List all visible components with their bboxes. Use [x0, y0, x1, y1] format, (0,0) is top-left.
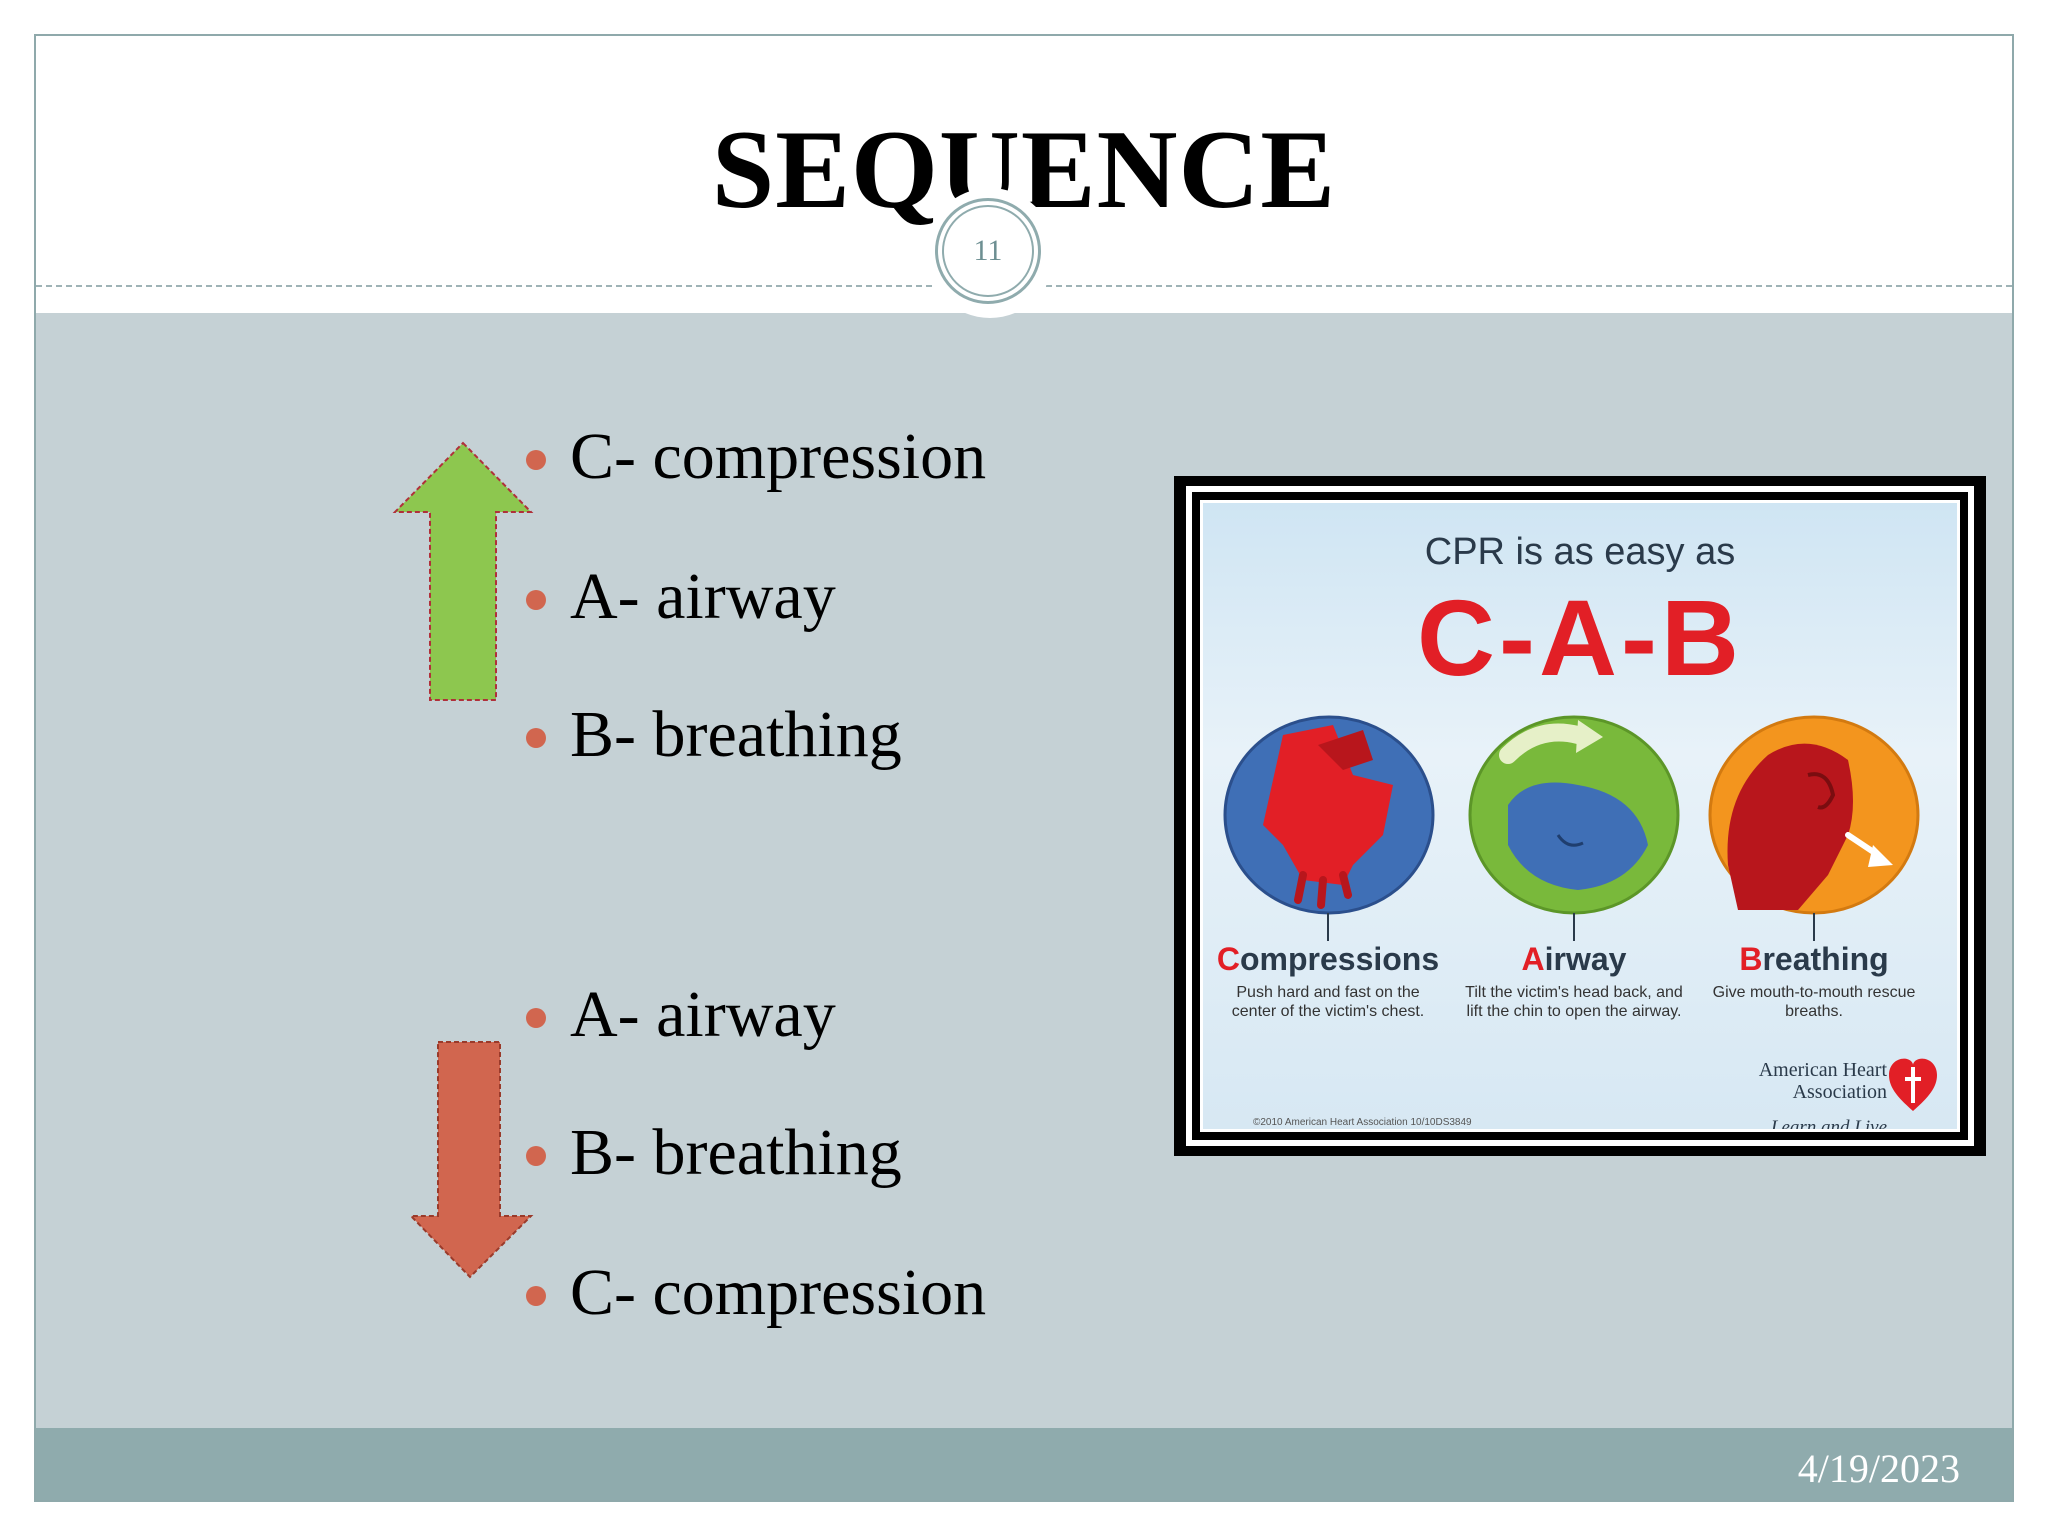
list-item-text: A- airway [570, 978, 836, 1051]
step-label-initial: B [1739, 941, 1763, 977]
step-desc-breathing: Give mouth-to-mouth rescue breaths. [1712, 984, 1916, 1021]
step-desc-compressions: Push hard and fast on the center of the … [1231, 984, 1425, 1021]
copyright-text: ©2010 American Heart Association 10/10DS… [1253, 1117, 1472, 1128]
cab-heading: CPR is as easy as [1424, 531, 1736, 573]
divider-tick [1327, 913, 1329, 941]
list-item-text: B- breathing [570, 698, 902, 771]
bullet-dot [526, 1146, 546, 1166]
list-item: A- airway [526, 982, 836, 1048]
footer-bar: 4/19/2023 [36, 1428, 2012, 1500]
step-label-breathing: Breathing [1694, 941, 1934, 978]
organization-name: American Heart Association [1759, 1059, 1887, 1103]
list-item: A- airway [526, 564, 836, 630]
bullet-dot [526, 728, 546, 748]
bullet-dot [526, 450, 546, 470]
step-label-rest: irway [1544, 941, 1627, 977]
cab-image: CPR is as easy as C-A-B Compressions Air… [1200, 500, 1960, 1132]
step-label-rest: ompressions [1239, 941, 1440, 977]
step-label-compressions: Compressions [1208, 941, 1448, 978]
list-item-text: B- breathing [570, 1116, 902, 1189]
step-label-rest: reathing [1762, 941, 1889, 977]
cab-big-text: C-A-B [1417, 577, 1743, 698]
bullet-dot [526, 1286, 546, 1306]
organization-line: Association [1792, 1081, 1887, 1103]
bullet-dot [526, 1008, 546, 1028]
page-number: 11 [942, 205, 1034, 297]
divider-tick [1573, 913, 1575, 941]
slide-date: 4/19/2023 [1797, 1446, 1960, 1491]
list-item-text: A- airway [570, 560, 836, 633]
organization-line: American Heart [1758, 1059, 1887, 1081]
list-item: C- compression [526, 424, 986, 490]
list-item: C- compression [526, 1260, 986, 1326]
list-item-text: C- compression [570, 1256, 987, 1329]
list-item: B- breathing [526, 702, 902, 768]
step-label-initial: A [1521, 941, 1545, 977]
list-item-text: C- compression [570, 420, 987, 493]
heart-logo-icon [1889, 1058, 1937, 1111]
breathing-illustration-icon [1708, 715, 1920, 915]
up-arrow-icon [392, 441, 534, 701]
step-desc-airway: Tilt the victim's head back, and lift th… [1465, 984, 1683, 1021]
list-item: B- breathing [526, 1120, 902, 1186]
step-label-airway: Airway [1454, 941, 1694, 978]
compressions-illustration-icon [1223, 715, 1435, 915]
divider-tick [1813, 913, 1815, 941]
bullet-dot [526, 590, 546, 610]
step-label-initial: C [1216, 941, 1240, 977]
organization-tagline: Learn and Live [1770, 1117, 1887, 1132]
down-arrow-icon [408, 1041, 534, 1279]
airway-illustration-icon [1468, 715, 1680, 915]
